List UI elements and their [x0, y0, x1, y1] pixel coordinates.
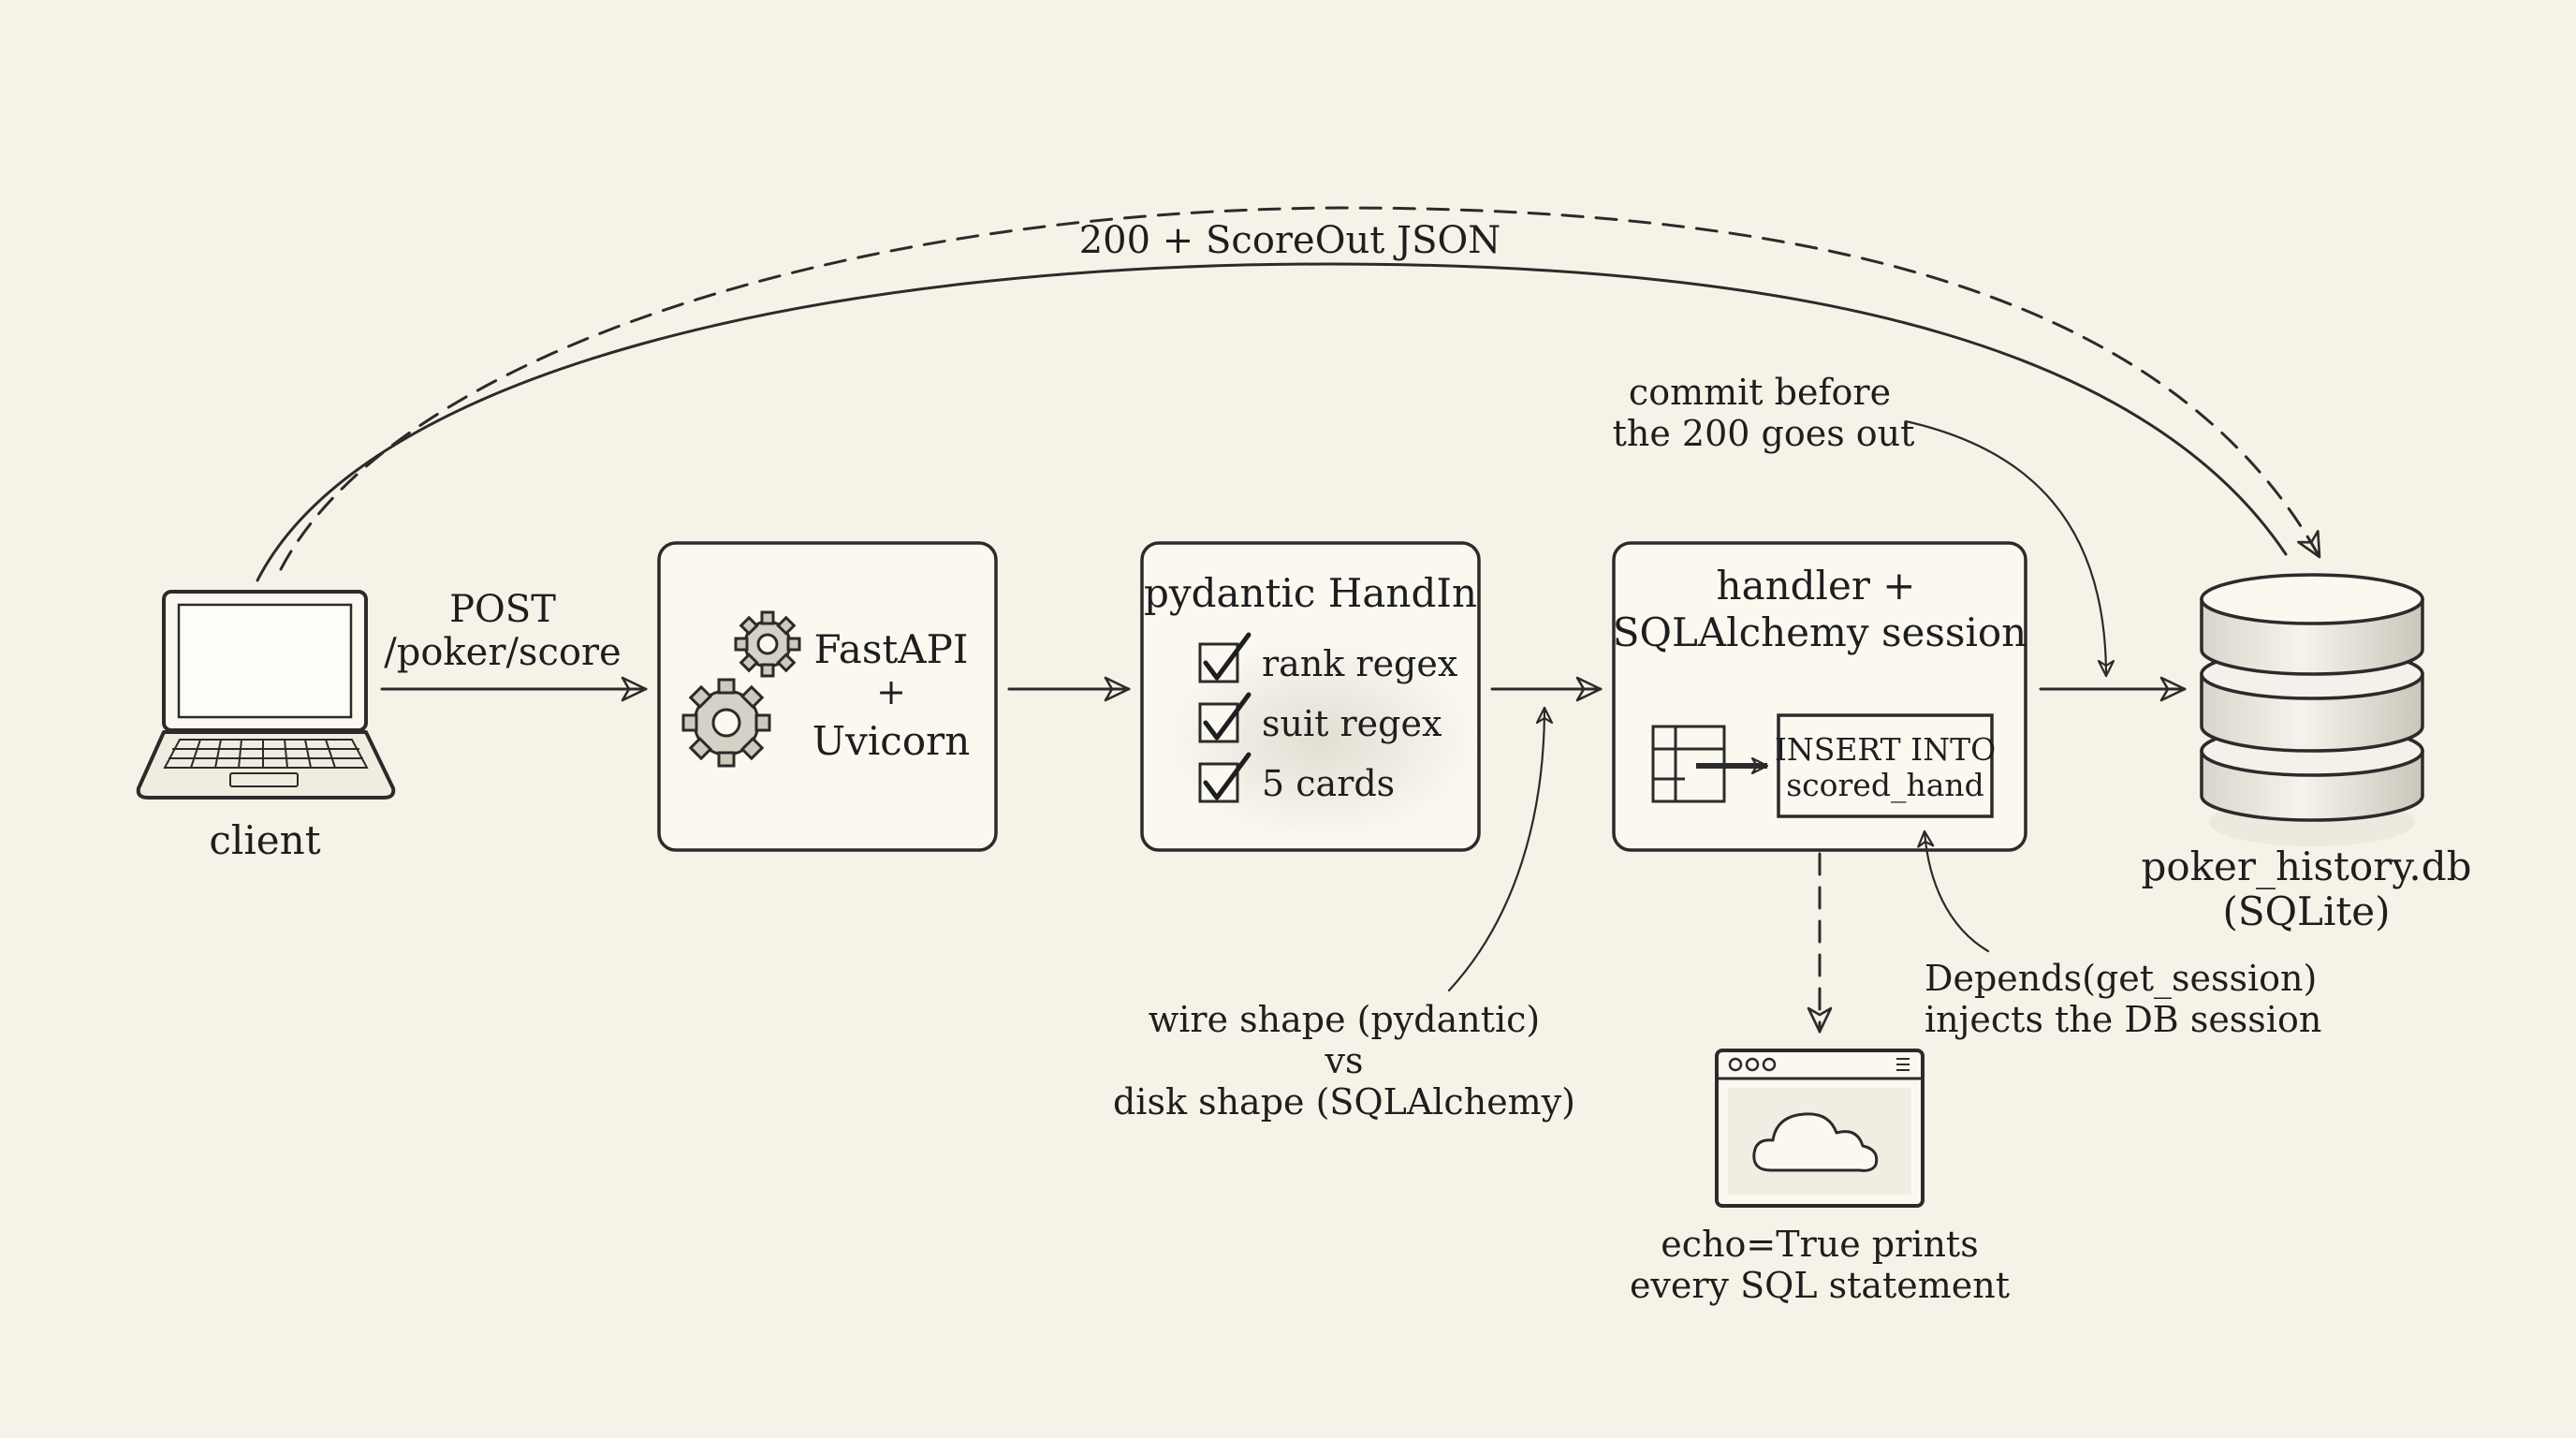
fastapi-label-3: Uvicorn [812, 718, 971, 764]
fastapi-box [657, 541, 998, 852]
echo-note-2: every SQL statement [1630, 1265, 2010, 1306]
shape-note-pointer [1447, 706, 1554, 992]
depends-note-2: injects the DB session [1925, 999, 2321, 1040]
response-arc-dashed [279, 206, 2321, 571]
request-method: POST [449, 588, 556, 631]
request-path: /poker/score [384, 631, 621, 674]
shape-note-3: disk shape (SQLAlchemy) [1113, 1081, 1575, 1123]
checklist-item-label: rank regex [1262, 643, 1457, 684]
shape-note-2: vs [1325, 1040, 1364, 1081]
fastapi-label-1: FastAPI [814, 626, 969, 672]
checkmark-icon [1203, 692, 1251, 741]
commit-note-1: commit before [1629, 372, 1891, 413]
db-label-1: poker_history.db [2141, 844, 2471, 889]
insert-box [1777, 713, 1994, 818]
handler-title-1: handler + [1717, 563, 1916, 609]
depends-note-1: Depends(get_session) [1925, 958, 2317, 1000]
insert-label-1: INSERT INTO [1775, 731, 1996, 768]
echo-note-1: echo=True prints [1661, 1224, 1978, 1265]
pydantic-wash [1161, 637, 1479, 843]
checkmark-icon [1203, 632, 1251, 681]
insert-label-2: scored_hand [1786, 767, 1984, 804]
checklist-item-label: suit regex [1262, 703, 1442, 744]
depends-note-pointer [1917, 829, 1990, 953]
checklist-item: suit regex [1198, 692, 1442, 744]
browser-window-cloud-icon [1715, 1049, 1925, 1208]
checklist-item-label: 5 cards [1262, 763, 1395, 804]
checklist-item: 5 cards [1198, 752, 1395, 804]
checklist-item: rank regex [1198, 632, 1457, 684]
response-arc-solid [256, 262, 2288, 582]
handler-title-2: SQLAlchemy session [1613, 609, 2027, 655]
checkmark-icon [1203, 752, 1251, 800]
fastapi-label-2: + [876, 671, 906, 712]
response-label: 200 + ScoreOut JSON [1079, 219, 1501, 262]
client-label: client [209, 817, 320, 863]
validation-checklist: rank regex suit regex 5 cards [1198, 632, 1457, 804]
shape-note-1: wire shape (pydantic) [1149, 999, 1541, 1040]
database-cylinder-icon [2200, 573, 2424, 846]
gears-icon [681, 610, 801, 768]
commit-note-2: the 200 goes out [1613, 413, 1915, 454]
db-label-2: (SQLite) [2222, 888, 2390, 934]
commit-note-pointer [1904, 419, 2115, 678]
laptop-icon [136, 590, 396, 800]
pydantic-title: pydantic HandIn [1144, 570, 1477, 616]
